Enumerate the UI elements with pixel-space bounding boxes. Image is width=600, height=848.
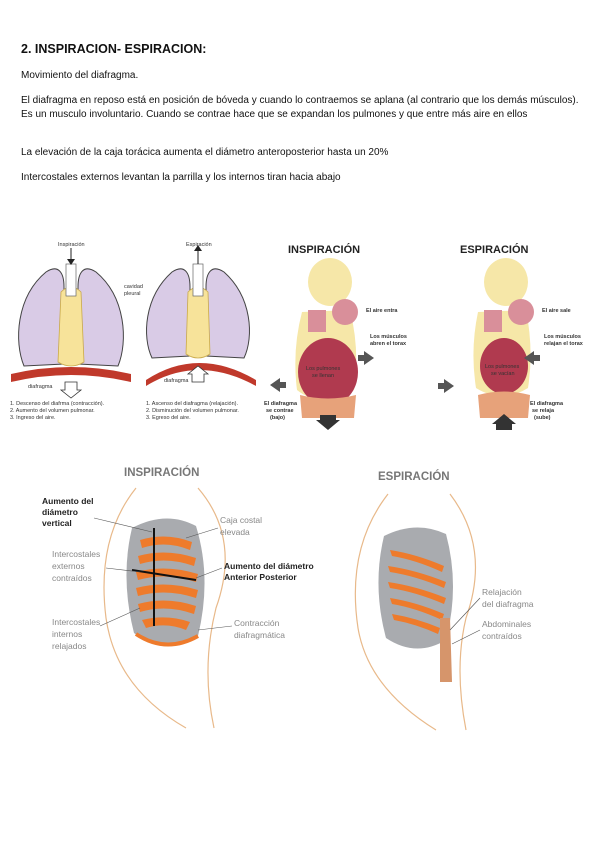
- cartoon-muscles-out-2: relajan el torax: [544, 341, 584, 347]
- label-diafragma-left: diafragma: [28, 384, 53, 390]
- label-caja-costal-1: Caja costal: [220, 515, 262, 525]
- cartoon-air-out: El aire sale: [542, 308, 571, 314]
- label-abdominales-1: Abdominales: [482, 619, 531, 629]
- inspiration-ribcage-illustration: [103, 487, 226, 729]
- cartoon-diaph-relax-1: El diafragma: [530, 401, 564, 407]
- page-heading: 2. INSPIRACION- ESPIRACION:: [21, 42, 207, 56]
- note-left-2: 2. Aumento del volumen pulmonar.: [10, 408, 95, 414]
- label-abdominales-2: contraídos: [482, 631, 522, 641]
- label-espiracion: Espiración: [186, 242, 212, 248]
- label-intercostales-int-3: relajados: [52, 641, 87, 651]
- expiration-lungs-illustration: [146, 245, 256, 386]
- paragraph-diafragma: Movimiento del diafragma.: [21, 70, 139, 81]
- note-right-1: 1. Ascenso del diafragma (relajación).: [146, 401, 238, 407]
- label-relajacion-1: Relajación: [482, 587, 522, 597]
- cartoon-diaph-contract-2: se contrae: [266, 408, 294, 414]
- label-aumento-ap-1: Aumento del diámetro: [224, 561, 314, 571]
- note-right-3: 3. Egreso del aire.: [146, 415, 191, 421]
- expiration-ribcage-illustration: [354, 493, 476, 731]
- label-intercostales-int-2: internos: [52, 629, 82, 639]
- label-pleural: pleural: [124, 291, 141, 297]
- label-intercostales-ext-3: contraídos: [52, 573, 92, 583]
- cartoon-lungs-fill-1: Los pulmones: [306, 366, 340, 372]
- label-intercostales-ext-1: Intercostales: [52, 549, 100, 559]
- cartoon-diaph-contract-3: (bajo): [270, 415, 285, 421]
- cartoon-lungs-empty-1: Los pulmones: [485, 364, 519, 370]
- cartoon-diaph-contract-1: El diafragma: [264, 401, 298, 407]
- label-relajacion-2: del diafragma: [482, 599, 534, 609]
- inspiration-lungs-illustration: [11, 248, 131, 399]
- cartoon-diaph-relax-3: (sube): [534, 415, 551, 421]
- label-intercostales-int-1: Intercostales: [52, 617, 100, 627]
- cartoon-muscles-out-1: Los músculos: [544, 334, 581, 340]
- label-aumento-ap-2: Anterior Posterior: [224, 572, 297, 582]
- label-aumento-vertical-1: Aumento del: [42, 496, 93, 506]
- breathing-cartoon-figure: INSPIRACIÓN ESPIRACIÓN El aire entra Los…: [264, 243, 584, 430]
- label-contraccion-2: diafragmática: [234, 630, 285, 640]
- cartoon-muscles-in-2: abren el torax: [370, 341, 407, 347]
- cartoon-air-in: El aire entra: [366, 308, 398, 314]
- ribcage-figure: INSPIRACIÓN ESPIRACIÓN Aumento del diáme…: [42, 466, 534, 731]
- cartoon-diaph-relax-2: se relaja: [532, 408, 555, 414]
- cartoon-lungs-fill-2: se llenan: [312, 373, 334, 379]
- label-contraccion-1: Contracción: [234, 618, 280, 628]
- label-intercostales-ext-2: externos: [52, 561, 85, 571]
- label-caja-costal-2: elevada: [220, 527, 250, 537]
- note-right-2: 2. Disminución del volumen pulmonar.: [146, 408, 239, 414]
- cartoon-muscles-in-1: Los músculos: [370, 334, 407, 340]
- cartoon-title-espiracion: ESPIRACIÓN: [460, 243, 529, 256]
- expiration-body-illustration: [438, 258, 540, 430]
- lung-diagram-figure: Inspiración diafragma 1. Descenso del di…: [10, 242, 256, 421]
- cartoon-lungs-empty-2: se vacían: [491, 371, 515, 377]
- note-left-3: 3. Ingreso del aire.: [10, 415, 56, 421]
- inspiration-body-illustration: [270, 258, 374, 430]
- ribcage-title-inspiracion: INSPIRACIÓN: [124, 466, 199, 479]
- label-diafragma-right: diafragma: [164, 378, 189, 384]
- label-aumento-vertical-3: vertical: [42, 518, 72, 528]
- paragraph-caja-toracica: La elevación de la caja torácica aumenta…: [21, 147, 389, 158]
- ribcage-title-espiracion: ESPIRACIÓN: [378, 470, 450, 483]
- note-left-1: 1. Descenso del diafrma (contracción).: [10, 401, 105, 407]
- label-aumento-vertical-2: diámetro: [42, 507, 78, 517]
- paragraph-intercostales: Intercostales externos levantan la parri…: [21, 172, 341, 183]
- label-cavidad: cavidad: [124, 284, 143, 290]
- paragraph-boveda: El diafragma en reposo está en posición …: [21, 95, 579, 120]
- cartoon-title-inspiracion: INSPIRACIÓN: [288, 243, 360, 256]
- label-inspiracion: Inspiración: [58, 242, 85, 248]
